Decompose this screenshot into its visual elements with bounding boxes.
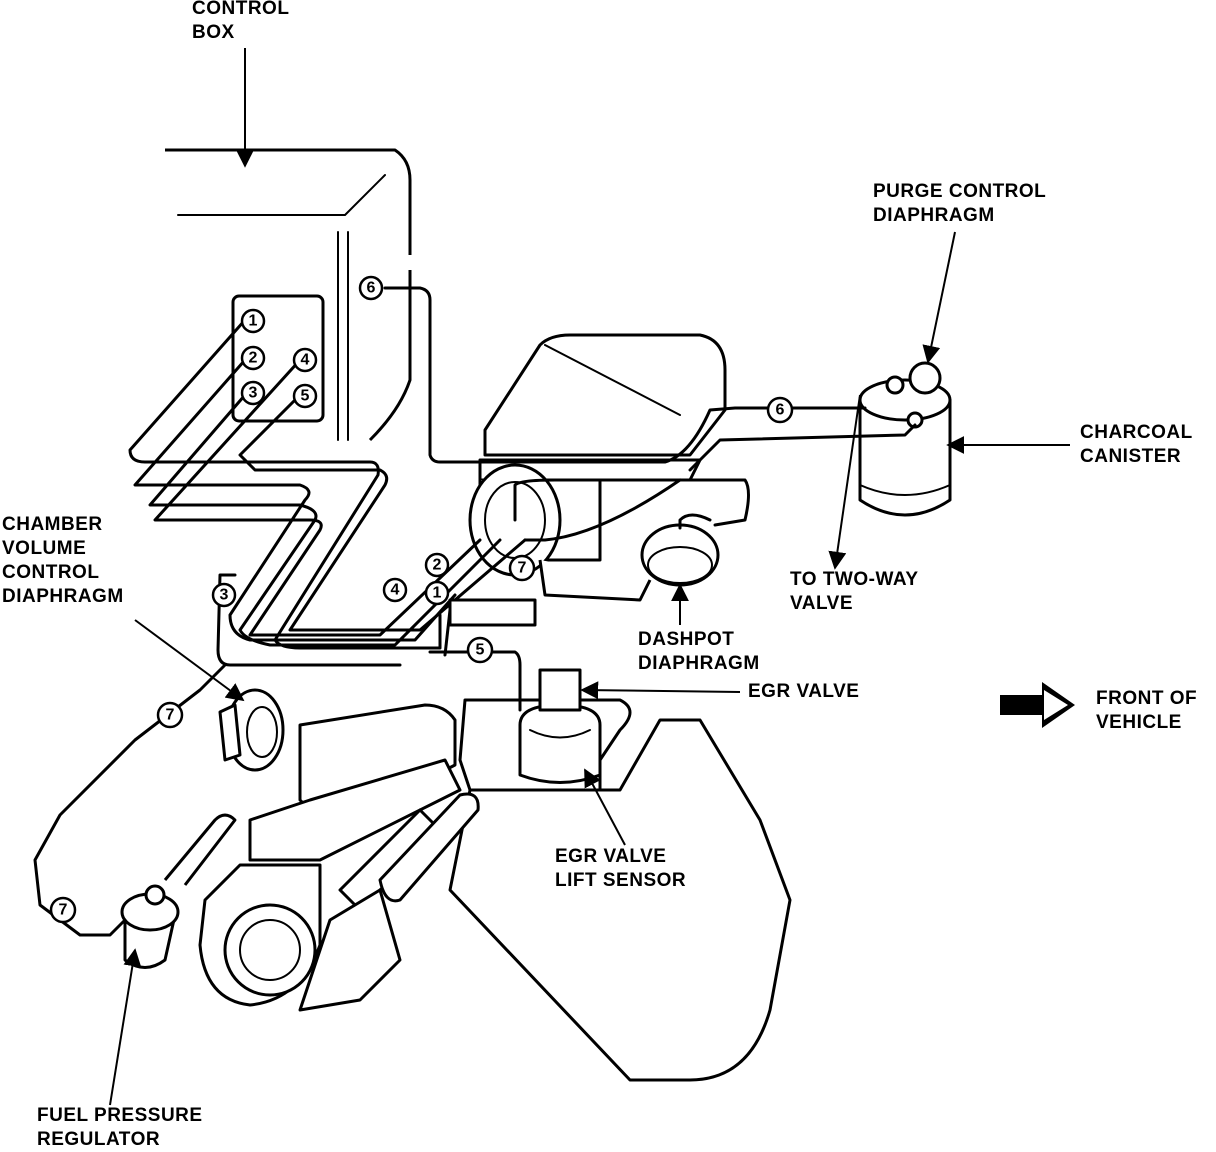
- svg-text:1: 1: [433, 585, 442, 602]
- leader-lines: [109, 48, 1070, 1106]
- svg-text:2: 2: [249, 350, 258, 367]
- svg-text:7: 7: [518, 560, 527, 577]
- svg-text:7: 7: [166, 707, 175, 724]
- svg-text:2: 2: [433, 557, 442, 574]
- hose-number-center-4: 4: [382, 577, 408, 603]
- egr-valve: [518, 668, 602, 784]
- hose-number-left-3: 3: [211, 582, 237, 608]
- intake-manifold: [198, 698, 792, 1082]
- vacuum-hoses: [33, 286, 917, 937]
- svg-text:3: 3: [220, 587, 229, 604]
- hose-number-fpr-7: 7: [49, 896, 77, 924]
- throttle-body-assembly: [468, 333, 727, 602]
- svg-text:5: 5: [476, 642, 485, 659]
- charcoal-canister: [858, 361, 952, 517]
- label-egr-valve: EGR VALVE: [748, 681, 860, 702]
- hose-number-box-5: 5: [292, 383, 318, 409]
- svg-text:1: 1: [249, 313, 258, 330]
- dashpot-diaphragm: [640, 513, 720, 587]
- svg-text:4: 4: [301, 352, 310, 369]
- hose-number-center-1: 1: [424, 580, 450, 606]
- hose-number-center-7: 7: [508, 554, 536, 582]
- svg-text:3: 3: [249, 385, 258, 402]
- hose-number-center-2: 2: [424, 552, 450, 578]
- hose-number-left-7: 7: [156, 701, 184, 729]
- chamber-volume-control-diaphragm: [218, 688, 285, 772]
- hose-number-box-3: 3: [240, 380, 266, 406]
- hose-number-box-1: 1: [240, 308, 266, 334]
- hose-number-box-6: 6: [358, 275, 384, 301]
- svg-text:7: 7: [59, 902, 68, 919]
- svg-text:6: 6: [367, 280, 376, 297]
- hose-number-canister-6: 6: [766, 396, 794, 424]
- svg-text:4: 4: [391, 582, 400, 599]
- svg-text:5: 5: [301, 388, 310, 405]
- hose-number-box-4: 4: [292, 347, 318, 373]
- svg-text:6: 6: [776, 402, 785, 419]
- front-arrow-icon: [1000, 682, 1075, 728]
- hose-number-egr-5: 5: [466, 636, 494, 664]
- hose-number-box-2: 2: [240, 345, 266, 371]
